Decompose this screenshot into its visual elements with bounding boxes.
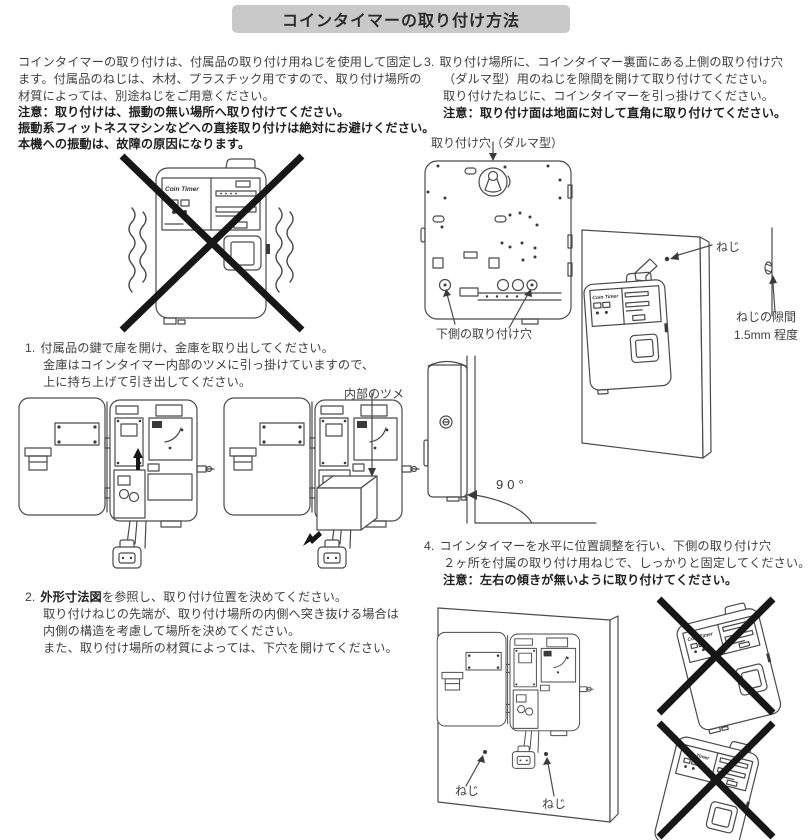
screw-gap-label-2: 1.5mm 程度 bbox=[734, 328, 799, 342]
fixing-screws-figure bbox=[436, 607, 619, 823]
intro-warning-2: 振動系フィットネスマシンなどへの直接取り付けは絶対にお避けください。 bbox=[18, 121, 435, 135]
intro-warning-3: 本機への振動は、故障の原因になります。 bbox=[18, 137, 251, 151]
daruma-keyhole-icon bbox=[478, 167, 511, 197]
cash-box bbox=[316, 475, 378, 531]
intro-line-1: コインタイマーの取り付けは、付属品の取り付け用ねじを使用して固定し bbox=[18, 55, 424, 69]
step3-line-1-text: 取り付け場所に、コインタイマー裏面にある上側の取り付け穴 bbox=[439, 55, 784, 69]
open-device-step1-right bbox=[223, 397, 420, 569]
wall-screw-icon bbox=[664, 256, 670, 262]
no-tilt-figures: Coin Timer bbox=[651, 596, 786, 840]
step2-line-1-rest: を参照し、取り付け位置を決めてください。 bbox=[101, 590, 348, 604]
fixing-screw-left-icon bbox=[483, 750, 487, 754]
pull-out-arrow-icon bbox=[303, 533, 314, 546]
device-logo: Coin Timer bbox=[165, 186, 199, 193]
daruma-hole-label: 取り付け穴（ダルマ型） bbox=[431, 136, 564, 150]
cross-mark-bottom-icon bbox=[656, 720, 776, 840]
step2-line-1: 2. 外形寸法図を参照し、取り付け位置を決めてください。 bbox=[25, 589, 347, 605]
vibration-waves-icon bbox=[128, 207, 294, 293]
step3-line-3: 取り付けたねじに、コインタイマーを引っ掛けてください。 bbox=[443, 89, 775, 103]
cross-mark-top-icon bbox=[656, 596, 776, 716]
step2-line-3: 内側の構造を考慮して場所を決めてください。 bbox=[43, 624, 301, 638]
angle-label: 90° bbox=[496, 477, 528, 492]
intro-line-2: ます。付属品のねじは、木材、プラスチック用ですので、取り付け場所の bbox=[18, 72, 422, 86]
step1-line-1: 1. 付属品の鍵で扉を開け、金庫を取り出してください。 bbox=[25, 340, 334, 356]
step3-line-1: 3. 取り付け場所に、コインタイマー裏面にある上側の取り付け穴 bbox=[424, 54, 783, 70]
intro-line-3: 材質によっては、別途ねじをご用意ください。 bbox=[18, 89, 275, 103]
right-angle-figure bbox=[423, 355, 597, 524]
intro-warning-1: 注意：取り付けは、振動の無い場所へ取り付けてください。 bbox=[18, 105, 350, 119]
screw-label-top: ねじ bbox=[716, 240, 741, 254]
step2-line-4: また、取り付け場所の材質によっては、下穴を開けてください。 bbox=[43, 641, 398, 655]
wall-hanging-figure: Coin Timer bbox=[581, 227, 777, 459]
step4-line-1-text: コインタイマーを水平に位置調整を行い、下側の取り付け穴 bbox=[439, 539, 772, 553]
step1-line-1-text: 付属品の鍵で扉を開け、金庫を取り出してください。 bbox=[40, 341, 334, 355]
step2-number: 2. bbox=[25, 590, 36, 604]
inner-tab-label: 内部のツメ bbox=[344, 387, 405, 401]
fixing-screw-right-icon bbox=[544, 752, 548, 756]
step3-warning: 注意：取り付け面は地面に対して直角に取り付けてください。 bbox=[443, 106, 787, 120]
step4-warning: 注意：左右の傾きが無いように取り付けてください。 bbox=[443, 573, 738, 587]
hang-direction-arrow-icon bbox=[634, 258, 658, 282]
step4-line-2: ２ヶ所を付属の取り付け用ねじで、しっかりと固定してください。 bbox=[443, 556, 810, 570]
open-device-step1-left bbox=[18, 397, 215, 569]
step2-line-2: 取り付けねじの先端が、取り付け場所の内側へ突き抜ける場合は bbox=[43, 607, 400, 621]
step1-number: 1. bbox=[25, 341, 36, 355]
lower-mounting-holes-icon bbox=[438, 278, 538, 292]
step1-line-2: 金庫はコインタイマー内部のツメに引っ掛けていますので、 bbox=[43, 358, 375, 372]
screw-label-bottom-right: ねじ bbox=[542, 797, 567, 811]
screw-gap-label-1: ねじの隙間 bbox=[736, 310, 797, 324]
screw-gap-detail bbox=[764, 227, 777, 317]
step2-line-1-bold: 外形寸法図 bbox=[40, 590, 102, 604]
page-title: コインタイマーの取り付け方法 bbox=[232, 5, 570, 33]
step4-line-1: 4. コインタイマーを水平に位置調整を行い、下側の取り付け穴 bbox=[424, 538, 771, 554]
open-device-figures bbox=[18, 392, 420, 569]
no-vibration-figure: Coin Timer bbox=[119, 153, 305, 333]
step4-number: 4. bbox=[424, 539, 435, 553]
step1-line-3: 上に持ち上げて引き出してください。 bbox=[43, 375, 252, 389]
screw-label-bottom-left: ねじ bbox=[455, 784, 480, 798]
back-panel-figure bbox=[420, 141, 573, 329]
hung-device: Coin Timer bbox=[583, 271, 672, 395]
step3-number: 3. bbox=[424, 55, 435, 69]
cross-mark-icon bbox=[119, 153, 305, 333]
step3-line-2: （ダルマ型）用のねじを隙間を開けて取り付けてください。 bbox=[443, 72, 775, 86]
device-logo: Coin Timer bbox=[592, 293, 619, 301]
lift-arrow-icon bbox=[133, 448, 143, 458]
lower-holes-label: 下側の取り付け穴 bbox=[436, 327, 533, 341]
